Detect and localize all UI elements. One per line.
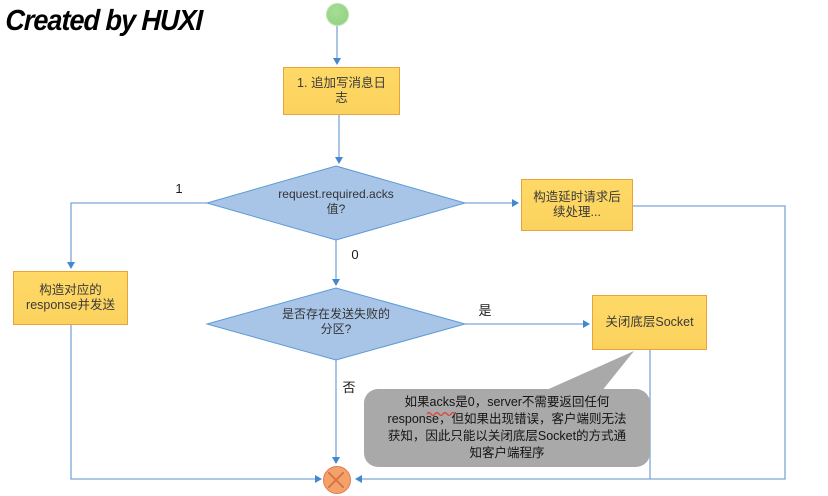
close-socket-box: 关闭底层Socket [592,295,707,350]
decision2-label: 是否存在发送失败的 分区? [281,307,390,336]
step1-box: 1. 追加写消息日 志 [283,67,400,115]
start-node [326,3,349,26]
callout-text: 如果acks是0，server不需要返回任何 response，但如果出现错误，… [387,395,627,460]
misspell-underline-icon [427,412,455,416]
label-branch-1: 1 [175,181,183,196]
edge-step1-to-decision1 [335,115,343,164]
delayed-request-box: 构造延时请求后 续处理... [521,179,633,231]
decision1-diamond [205,165,467,241]
close-socket-label: 关闭底层Socket [605,315,694,329]
decision1-label: request.required.acks 值? [278,187,394,216]
watermark: Created by HUXI [4,4,203,37]
edge-delayed-to-end [355,205,786,483]
edge-response-to-end [70,325,322,483]
end-node [323,466,351,494]
label-branch-0: 0 [351,247,359,262]
label-branch-no: 否 [342,380,356,395]
edge-start-to-step1 [333,26,341,65]
edge-decision1-to-delayed [465,199,519,207]
step1-label: 1. 追加写消息日 志 [297,76,386,105]
edge-decision2-to-end [332,360,340,464]
label-branch-yes: 是 [478,303,492,318]
callout-bubble: 如果acks是0，server不需要返回任何 response，但如果出现错误，… [364,389,650,467]
decision2-diamond [205,287,467,361]
callout-tail [542,351,634,392]
delayed-request-label: 构造延时请求后 续处理... [533,190,621,219]
response-box: 构造对应的 response并发送 [13,271,128,325]
edge-decision1-to-response [67,202,207,269]
edge-decision2-to-socket [465,320,590,328]
edge-decision1-to-decision2 [332,240,340,286]
response-label: 构造对应的 response并发送 [26,283,115,312]
